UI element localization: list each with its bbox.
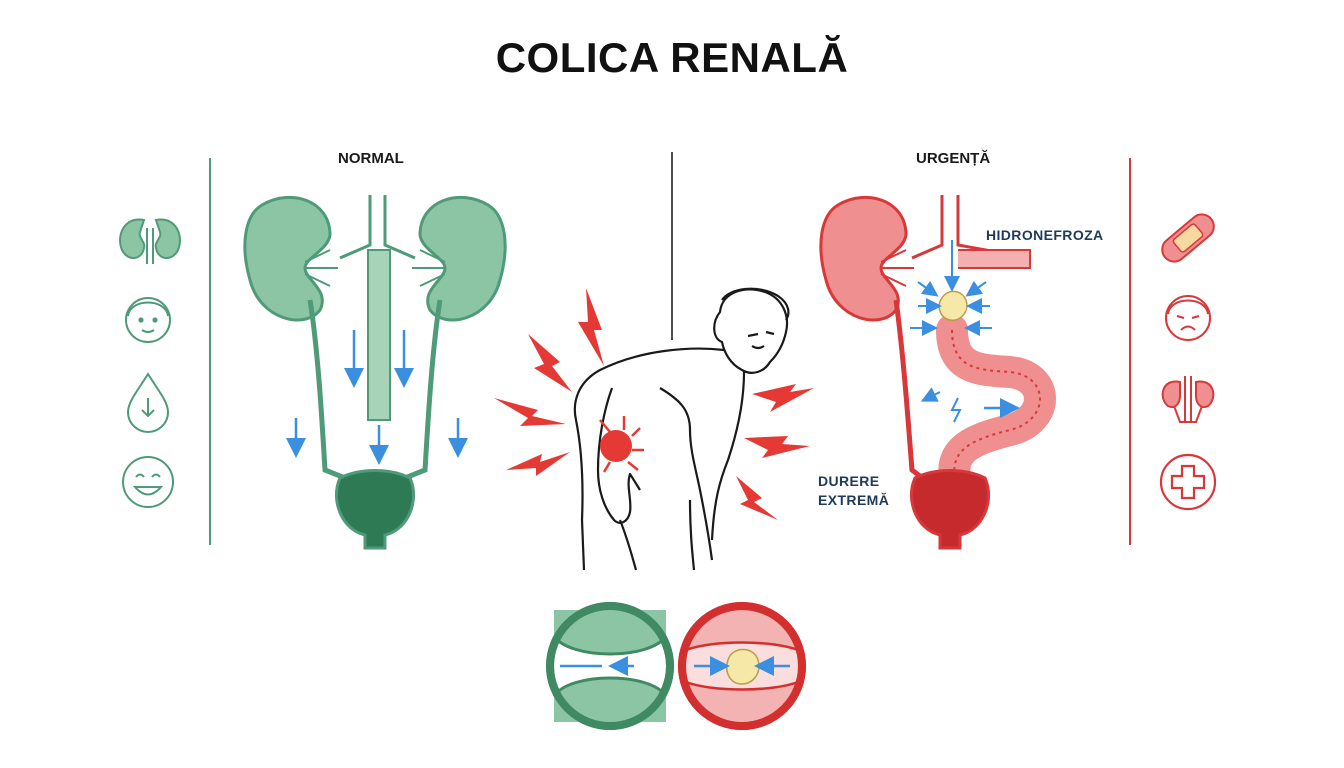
lightning-bolt-icon	[736, 476, 778, 520]
pain-focus	[599, 416, 644, 473]
lightning-bolt-icon	[578, 288, 604, 366]
pain-lightning-bolts	[494, 288, 814, 520]
lightning-bolt-icon	[494, 398, 566, 426]
lightning-bolt-icon	[752, 384, 814, 412]
normal-bladder	[334, 469, 416, 550]
normal-left-ureter	[307, 299, 346, 481]
normal-panel-label: NORMAL	[338, 150, 404, 167]
extreme-pain-line1: DURERE	[818, 473, 880, 489]
normal-ureter-cross-section	[546, 602, 674, 730]
medical-cross-icon	[1159, 453, 1217, 511]
urgent-kidney-stone	[938, 290, 968, 321]
bandage-icon	[1161, 213, 1215, 263]
obstructing-stone	[726, 648, 760, 685]
lightning-bolt-icon	[506, 452, 570, 476]
obstructed-ureter-cross-section	[678, 602, 806, 730]
urinary-tract-icon	[1161, 376, 1215, 423]
extreme-pain-line2: EXTREMĂ	[818, 492, 890, 508]
normal-right-kidney	[418, 195, 507, 322]
smiling-face-icon	[122, 456, 174, 508]
hydronephrosis-label: HIDRONEFROZA	[986, 227, 1104, 243]
urgent-left-kidney	[819, 195, 908, 322]
urgent-urinary-system	[819, 195, 1056, 550]
extreme-pain-label: DURERE EXTREMĂ	[818, 472, 889, 510]
urgent-dilated-ureter	[936, 314, 1056, 496]
normal-right-ureter	[404, 299, 443, 481]
urgent-panel-label: URGENȚĂ	[916, 150, 991, 167]
water-drop-icon	[126, 372, 170, 434]
urgent-bladder	[909, 469, 991, 550]
calm-face-icon	[125, 297, 171, 343]
pained-face-icon	[1165, 295, 1211, 341]
normal-left-kidney	[243, 195, 332, 322]
lightning-bolt-icon	[528, 334, 572, 392]
kidney-icon	[119, 218, 181, 264]
lightning-bolt-icon	[744, 436, 810, 458]
normal-urinary-system	[243, 195, 507, 550]
patient-figure	[573, 287, 790, 571]
page-title: COLICA RENALĂ	[495, 34, 849, 81]
